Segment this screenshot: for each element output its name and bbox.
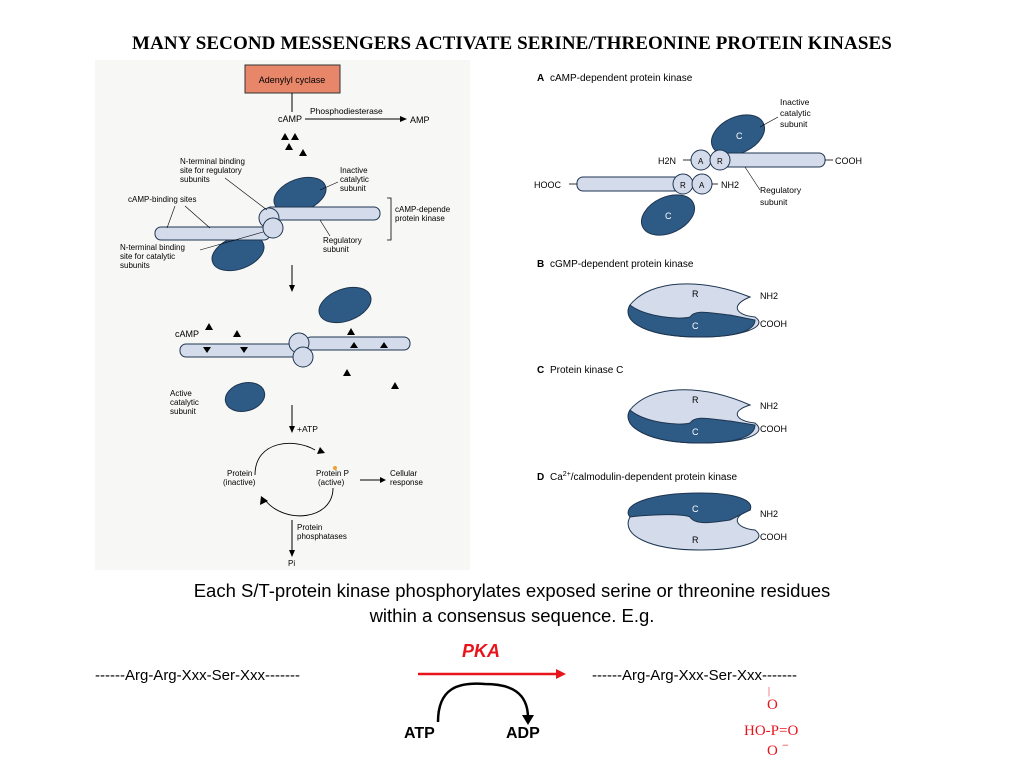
svg-text:C: C xyxy=(736,131,743,141)
phosphate-bottom-oxygen: O xyxy=(767,743,778,759)
svg-text:COOH: COOH xyxy=(760,424,787,434)
svg-text:NH2: NH2 xyxy=(760,401,778,411)
svg-text:A: A xyxy=(698,157,704,166)
svg-text:C: C xyxy=(537,365,544,376)
camp-activation-pathway-diagram: Adenylyl cyclase cAMP Phosphodiesterase … xyxy=(95,60,470,570)
svg-text:Ca2+/calmodulin-dependent prot: Ca2+/calmodulin-dependent protein kinase xyxy=(550,471,737,483)
panel-d: D Ca2+/calmodulin-dependent protein kina… xyxy=(537,471,787,551)
n-terminal-reg-label: N-terminal binding site for regulatory s… xyxy=(180,157,247,184)
svg-text:Protein (inactive): Protein (inactive) xyxy=(223,469,256,487)
svg-text:Protein P (active): Protein P (active) xyxy=(316,469,351,487)
svg-text:AMP: AMP xyxy=(410,115,430,125)
camp-dependent-label: cAMP-depende protein kinase xyxy=(395,205,452,223)
svg-text:A: A xyxy=(699,181,705,190)
atp-label: ATP xyxy=(404,725,435,742)
svg-text:R: R xyxy=(680,181,686,190)
svg-text:C: C xyxy=(692,427,699,437)
caption-line-2: within a consensus sequence. E.g. xyxy=(369,605,655,626)
svg-text:C: C xyxy=(692,504,699,514)
panel-b: B cGMP-dependent protein kinase R C NH2 … xyxy=(537,259,787,338)
svg-text:R: R xyxy=(717,157,723,166)
reaction-arrowhead xyxy=(556,669,566,679)
svg-text:C: C xyxy=(692,321,699,331)
regulatory-subunit-label: Regulatory subunit xyxy=(323,236,364,254)
substrate-sequence: ------Arg-Arg-Xxx-Ser-Xxx------- xyxy=(95,667,300,684)
phosphate-charge: − xyxy=(782,738,789,752)
svg-text:Inactive catalytic: Inactive catalytic subunit xyxy=(780,97,813,129)
svg-text:C: C xyxy=(665,211,672,221)
n-terminal-cat-label: N-terminal binding site for catalytic su… xyxy=(120,243,187,270)
svg-text:A: A xyxy=(537,73,544,84)
product-sequence: ------Arg-Arg-Xxx-Ser-Xxx------- xyxy=(592,667,797,684)
svg-text:NH2: NH2 xyxy=(760,291,778,301)
svg-text:Phosphodiesterase: Phosphodiesterase xyxy=(310,106,383,116)
svg-text:COOH: COOH xyxy=(760,532,787,542)
svg-text:cAMP: cAMP xyxy=(175,329,199,339)
svg-text:HOOC: HOOC xyxy=(534,180,562,190)
svg-text:R: R xyxy=(692,395,699,405)
svg-text:+ATP: +ATP xyxy=(297,424,318,434)
atp-adp-curve xyxy=(436,682,530,723)
svg-text:Adenylyl cyclase: Adenylyl cyclase xyxy=(259,75,326,85)
svg-text:H2N: H2N xyxy=(658,156,676,166)
camp-triangles xyxy=(281,133,307,156)
svg-text:NH2: NH2 xyxy=(721,180,739,190)
svg-text:D: D xyxy=(537,472,544,483)
phosphate-group: HO-P=O xyxy=(744,723,799,739)
enzyme-label: PKA xyxy=(462,641,501,661)
svg-text:Protein phosphatases: Protein phosphatases xyxy=(297,523,347,541)
svg-text:Regulatory subunit: Regulatory subunit xyxy=(760,185,803,207)
svg-text:cAMP-dependent protein kinase: cAMP-dependent protein kinase xyxy=(550,73,693,84)
svg-text:cGMP-dependent protein kinase: cGMP-dependent protein kinase xyxy=(550,259,694,270)
svg-text:R: R xyxy=(692,535,699,545)
phosphate-bond-top: | xyxy=(768,686,771,697)
phosphate-top-oxygen: O xyxy=(767,697,778,713)
svg-text:NH2: NH2 xyxy=(760,509,778,519)
panel-c: C Protein kinase C R C NH2 COOH xyxy=(537,365,787,444)
inactive-catalytic-label: Inactive catalytic subunit xyxy=(340,166,371,193)
svg-text:COOH: COOH xyxy=(760,319,787,329)
camp-label: cAMP xyxy=(278,114,302,124)
panel-a: A cAMP-dependent protein kinase C C A R … xyxy=(534,73,862,236)
svg-text:Cellular response: Cellular response xyxy=(390,469,423,487)
atp-adp-arrowhead xyxy=(522,715,534,725)
svg-text:B: B xyxy=(537,259,544,270)
svg-text:Pi: Pi xyxy=(288,559,295,568)
svg-text:cAMP-binding sites: cAMP-binding sites xyxy=(128,195,196,204)
reaction-arrows xyxy=(418,669,566,725)
caption-line-1: Each S/T-protein kinase phosphorylates e… xyxy=(193,580,831,601)
svg-text:R: R xyxy=(692,289,699,299)
inactive-pka-complex xyxy=(154,176,381,272)
kinase-structures-diagram: A cAMP-dependent protein kinase C C A R … xyxy=(534,73,862,551)
active-catalytic-label: Active catalytic subunit xyxy=(170,389,201,416)
svg-text:COOH: COOH xyxy=(835,156,862,166)
svg-text:Protein kinase C: Protein kinase C xyxy=(550,365,623,376)
adenylyl-cyclase-box: Adenylyl cyclase xyxy=(244,64,341,94)
adp-label: ADP xyxy=(506,725,540,742)
slide-title: MANY SECOND MESSENGERS ACTIVATE SERINE/T… xyxy=(132,33,892,54)
